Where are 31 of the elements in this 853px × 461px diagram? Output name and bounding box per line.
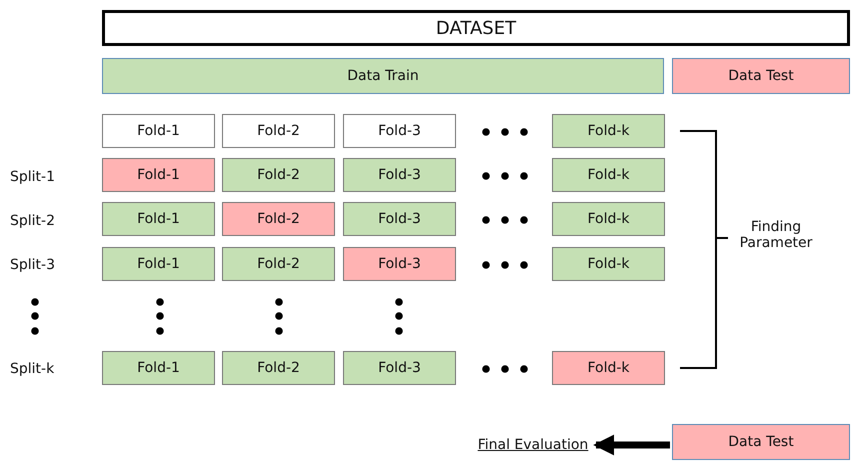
- fold-box: Fold-1: [102, 247, 215, 281]
- row-label: Split-3: [10, 257, 56, 273]
- fold-box: Fold-3: [343, 202, 456, 236]
- final-evaluation-text: Final Evaluation: [472, 434, 594, 456]
- fold-box: Fold-1: [102, 202, 215, 236]
- bracket-label: Finding Parameter: [738, 219, 814, 251]
- row-label: Split-2: [10, 213, 56, 229]
- arrow: [593, 434, 670, 456]
- dataset-box: DATASET: [102, 10, 850, 46]
- fold-box: Fold-k: [552, 202, 665, 236]
- fold-box: Fold-k: [552, 351, 665, 385]
- fold-box: Fold-2: [222, 351, 335, 385]
- fold-box: Fold-2: [222, 114, 335, 148]
- row-label: Split-1: [10, 169, 56, 185]
- fold-box: Fold-k: [552, 158, 665, 192]
- fold-box: Fold-3: [343, 114, 456, 148]
- fold-box: Fold-2: [222, 202, 335, 236]
- test-bar: Data Test: [672, 424, 850, 460]
- fold-box: Fold-k: [552, 247, 665, 281]
- fold-box: Fold-2: [222, 247, 335, 281]
- fold-box: Fold-3: [343, 247, 456, 281]
- train-bar: Data Train: [102, 58, 664, 94]
- fold-box: Fold-k: [552, 114, 665, 148]
- fold-box: Fold-1: [102, 114, 215, 148]
- fold-box: Fold-1: [102, 158, 215, 192]
- fold-box: Fold-3: [343, 158, 456, 192]
- row-label: Split-k: [10, 361, 54, 377]
- fold-box: Fold-2: [222, 158, 335, 192]
- fold-box: Fold-1: [102, 351, 215, 385]
- test-bar: Data Test: [672, 58, 850, 94]
- fold-box: Fold-3: [343, 351, 456, 385]
